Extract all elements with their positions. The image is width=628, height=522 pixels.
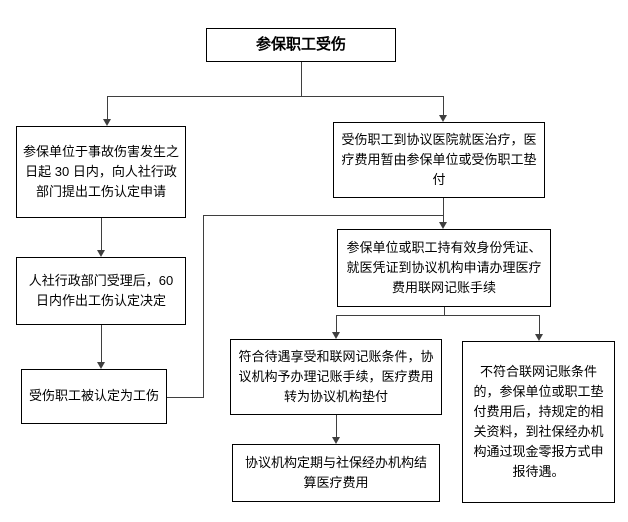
connector-recognized-out xyxy=(167,397,203,398)
node-start: 参保职工受伤 xyxy=(206,28,396,62)
connector-split2 xyxy=(336,315,539,316)
node-recognized: 受伤职工被认定为工伤 xyxy=(21,369,167,424)
connector-eligible-settle xyxy=(336,415,337,437)
connector-accept-recognized xyxy=(101,325,102,362)
node-eligible: 符合待遇享受和联网记账条件，协议机构予办理记账手续，医疗费用转为协议机构垫付 xyxy=(230,339,442,415)
connector-drop-eligible xyxy=(336,315,337,332)
arrowhead-into-recognized xyxy=(97,362,105,369)
arrowhead-into-accept xyxy=(97,250,105,257)
connector-split1 xyxy=(107,96,444,97)
arrowhead-into-eligible xyxy=(332,332,340,339)
arrowhead-into-settle xyxy=(332,437,340,444)
node-accept: 人社行政部门受理后，60 日内作出工伤认定决定 xyxy=(16,257,186,325)
connector-start-trunk xyxy=(301,62,302,96)
connector-drop-noteligible xyxy=(539,315,540,334)
connector-recognized-join xyxy=(203,215,443,216)
arrowhead-into-noteligible xyxy=(535,334,543,341)
connector-recognized-riser xyxy=(203,215,204,398)
node-apply: 参保单位于事故伤害发生之日起 30 日内，向人社行政部门提出工伤认定申请 xyxy=(16,126,186,218)
node-treatment: 受伤职工到协议医院就医治疗，医疗费用暂由参保单位或受伤职工垫付 xyxy=(333,122,545,198)
connector-networkapply-stub xyxy=(444,307,445,315)
arrowhead-into-treatment xyxy=(439,115,447,122)
arrowhead-into-networkapply xyxy=(439,222,447,229)
connector-drop-apply xyxy=(107,96,108,119)
connector-drop-treatment xyxy=(443,96,444,115)
connector-treatment-networkapply xyxy=(443,198,444,222)
connector-apply-accept xyxy=(101,218,102,250)
arrowhead-into-apply xyxy=(103,119,111,126)
node-network-apply: 参保单位或职工持有效身份凭证、就医凭证到协议机构申请办理医疗费用联网记账手续 xyxy=(337,229,551,307)
node-settle: 协议机构定期与社保经办机构结算医疗费用 xyxy=(232,444,440,502)
node-not-eligible: 不符合联网记账条件的，参保单位或职工垫付费用后，持规定的相关资料，到社保经办机构… xyxy=(462,341,615,503)
